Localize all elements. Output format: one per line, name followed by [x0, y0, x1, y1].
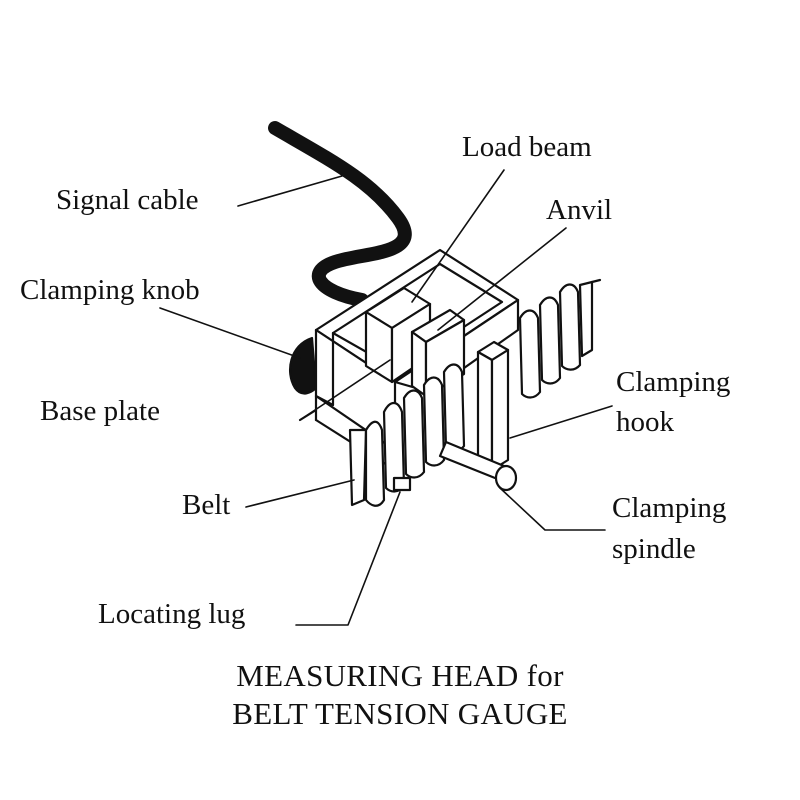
leader-anvil	[437, 227, 567, 331]
clamping-hook-label-line1: Clamping	[616, 366, 731, 398]
leader-clamping-spindle	[499, 487, 606, 531]
locating-lug-label: Locating lug	[98, 598, 246, 630]
belt-label: Belt	[182, 489, 231, 521]
clamping-hook-label-line2: hook	[616, 406, 674, 438]
signal-cable	[268, 121, 412, 307]
leader-lines	[159, 169, 613, 626]
leader-signal-cable	[237, 175, 343, 207]
leader-belt	[245, 479, 355, 508]
clamping-knob-label: Clamping knob	[20, 274, 200, 306]
clamping-spindle	[438, 440, 518, 492]
signal-cable-label: Signal cable	[56, 184, 199, 216]
title-line-1: MEASURING HEAD for	[236, 658, 564, 693]
leader-load-beam	[411, 169, 505, 303]
clamping-hook	[476, 340, 510, 472]
clamping-knob	[288, 336, 318, 395]
leader-base-plate	[299, 359, 391, 421]
leader-clamping-hook	[509, 405, 613, 439]
locating-lug	[392, 476, 412, 492]
base-plate-label: Base plate	[40, 395, 160, 427]
load-beam-label: Load beam	[462, 131, 592, 163]
leader-locating-lug	[295, 491, 401, 626]
anvil-label: Anvil	[546, 194, 613, 226]
clamping-spindle-label-line2: spindle	[612, 533, 696, 565]
clamping-spindle-label-line1: Clamping	[612, 492, 727, 524]
leader-clamping-knob	[159, 307, 301, 359]
title-line-2: BELT TENSION GAUGE	[232, 696, 568, 731]
